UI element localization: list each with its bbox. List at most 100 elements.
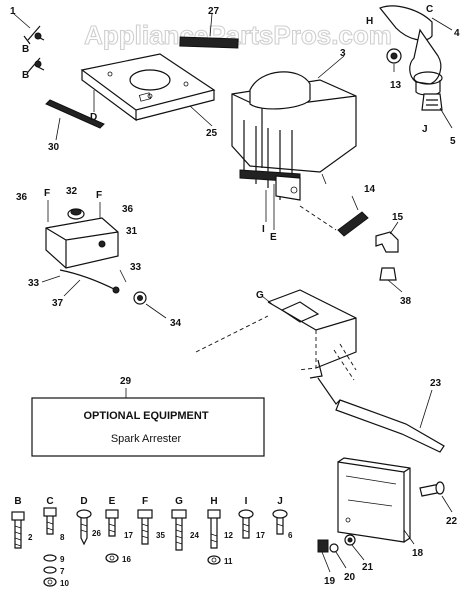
plate-18 bbox=[337, 457, 411, 543]
callout-21: 21 bbox=[362, 562, 374, 573]
callout-8: 8 bbox=[60, 533, 65, 542]
fuel-cap-32 bbox=[67, 208, 85, 220]
callout-14: 14 bbox=[364, 184, 376, 195]
callout-27: 27 bbox=[208, 6, 220, 17]
mounting-plate-25 bbox=[80, 53, 216, 122]
hardware-letter-g: G bbox=[175, 496, 183, 507]
callout-35: 35 bbox=[156, 531, 165, 540]
bracket-23 bbox=[317, 377, 445, 453]
bolt-b bbox=[11, 511, 25, 549]
hardware-letter-d: D bbox=[80, 496, 87, 507]
callout-7: 7 bbox=[60, 567, 65, 576]
bolt-g bbox=[171, 509, 187, 551]
letter-i: I bbox=[262, 224, 265, 235]
fitting-38 bbox=[379, 267, 397, 281]
callout-31: 31 bbox=[126, 226, 138, 237]
callout-12: 12 bbox=[224, 531, 233, 540]
callout-17-i: 17 bbox=[256, 531, 265, 540]
bolt-i bbox=[238, 509, 254, 539]
callout-32: 32 bbox=[66, 186, 78, 197]
letter-f-right: F bbox=[96, 190, 102, 201]
bolt-j bbox=[272, 509, 288, 535]
callout-18: 18 bbox=[412, 548, 424, 559]
callout-30: 30 bbox=[48, 142, 60, 153]
fuel-line-37 bbox=[59, 269, 120, 294]
optional-equipment-box bbox=[31, 397, 265, 457]
clamp-34 bbox=[133, 291, 147, 305]
letter-f-left: F bbox=[44, 188, 50, 199]
letter-b-upper: B bbox=[22, 44, 29, 55]
callout-11: 11 bbox=[224, 557, 233, 566]
letter-j: J bbox=[422, 124, 428, 135]
watermark: AppliancePartsPros.com bbox=[84, 20, 392, 50]
letter-h: H bbox=[366, 16, 373, 27]
callout-6: 6 bbox=[288, 531, 293, 540]
callout-4: 4 bbox=[454, 28, 460, 39]
nut-21 bbox=[344, 534, 356, 546]
callout-25: 25 bbox=[206, 128, 218, 139]
screen-5 bbox=[421, 93, 443, 111]
part-19 bbox=[317, 539, 329, 553]
callout-36-left: 36 bbox=[16, 192, 28, 203]
letter-c: C bbox=[426, 4, 433, 15]
optional-equipment-title: OPTIONAL EQUIPMENT bbox=[83, 410, 208, 422]
hardware-letter-c: C bbox=[46, 496, 53, 507]
bolt-f bbox=[137, 509, 153, 545]
callout-33-right: 33 bbox=[130, 262, 142, 273]
bolt-b-lower bbox=[27, 57, 45, 73]
callout-36-right: 36 bbox=[122, 204, 134, 215]
callout-3: 3 bbox=[340, 48, 346, 59]
fuel-tank-31 bbox=[45, 217, 119, 269]
frame-section bbox=[195, 289, 357, 381]
hardware-letter-j: J bbox=[277, 496, 283, 507]
hardware-letter-h: H bbox=[210, 496, 217, 507]
bolt-h bbox=[207, 509, 221, 565]
callout-20: 20 bbox=[344, 572, 356, 583]
optional-equipment-subtitle: Spark Arrester bbox=[111, 433, 182, 445]
callout-1: 1 bbox=[10, 6, 16, 17]
callout-13: 13 bbox=[390, 80, 402, 91]
letter-b-lower: B bbox=[22, 70, 29, 81]
hardware-letter-i: I bbox=[245, 496, 248, 507]
hardware-letter-e: E bbox=[109, 496, 116, 507]
callout-29: 29 bbox=[120, 376, 132, 387]
callout-33-left: 33 bbox=[28, 278, 40, 289]
spark-arrester-13 bbox=[386, 48, 402, 64]
washer-20 bbox=[329, 543, 339, 553]
callout-37: 37 bbox=[52, 298, 64, 309]
letter-g: G bbox=[256, 290, 264, 301]
callout-labels: 1 27 3 4 13 5 25 30 14 15 38 32 36 36 31… bbox=[10, 6, 460, 588]
callout-24: 24 bbox=[190, 531, 199, 540]
callout-16: 16 bbox=[122, 555, 131, 564]
bolt-d bbox=[76, 509, 92, 546]
strip-30 bbox=[45, 99, 105, 129]
bolt-22 bbox=[419, 481, 445, 497]
bolt-b-upper bbox=[23, 25, 45, 45]
callout-23: 23 bbox=[430, 378, 442, 389]
callout-38: 38 bbox=[400, 296, 412, 307]
callout-5: 5 bbox=[450, 136, 456, 147]
callout-10: 10 bbox=[60, 579, 69, 588]
letter-d: D bbox=[90, 112, 97, 123]
callout-19: 19 bbox=[324, 576, 336, 587]
muffler-4 bbox=[379, 5, 443, 96]
hardware-letter-b: B bbox=[14, 496, 21, 507]
engine-3 bbox=[231, 71, 357, 201]
letter-e: E bbox=[270, 232, 277, 243]
callout-9: 9 bbox=[60, 555, 65, 564]
hardware-row bbox=[11, 507, 288, 587]
strip-27 bbox=[179, 36, 239, 49]
callout-26: 26 bbox=[92, 529, 101, 538]
elbow-15 bbox=[375, 231, 399, 253]
callout-17-e: 17 bbox=[124, 531, 133, 540]
callout-34: 34 bbox=[170, 318, 182, 329]
tube-14 bbox=[299, 205, 369, 237]
callout-22: 22 bbox=[446, 516, 458, 527]
letter-labels: B B D C H J I E F F G bbox=[22, 4, 433, 301]
callout-2: 2 bbox=[28, 533, 33, 542]
bolt-c bbox=[43, 507, 57, 587]
callout-15: 15 bbox=[392, 212, 404, 223]
bolt-e bbox=[105, 509, 119, 563]
